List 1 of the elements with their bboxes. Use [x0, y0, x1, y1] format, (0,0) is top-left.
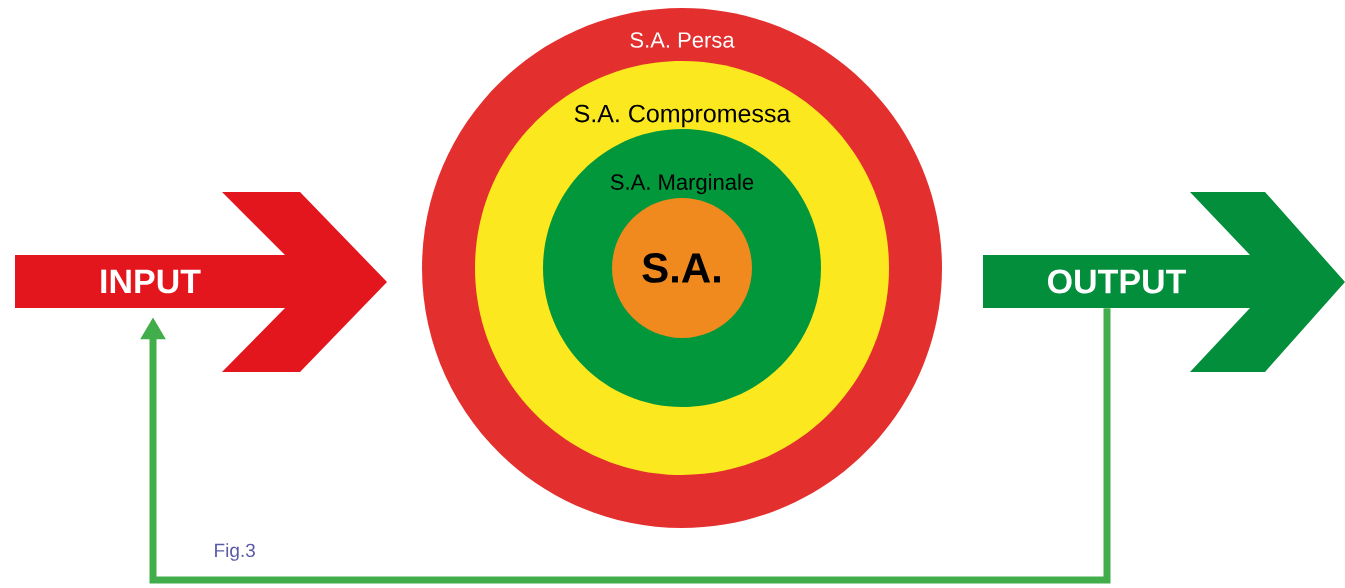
figure-label: Fig.3 — [215, 543, 255, 561]
